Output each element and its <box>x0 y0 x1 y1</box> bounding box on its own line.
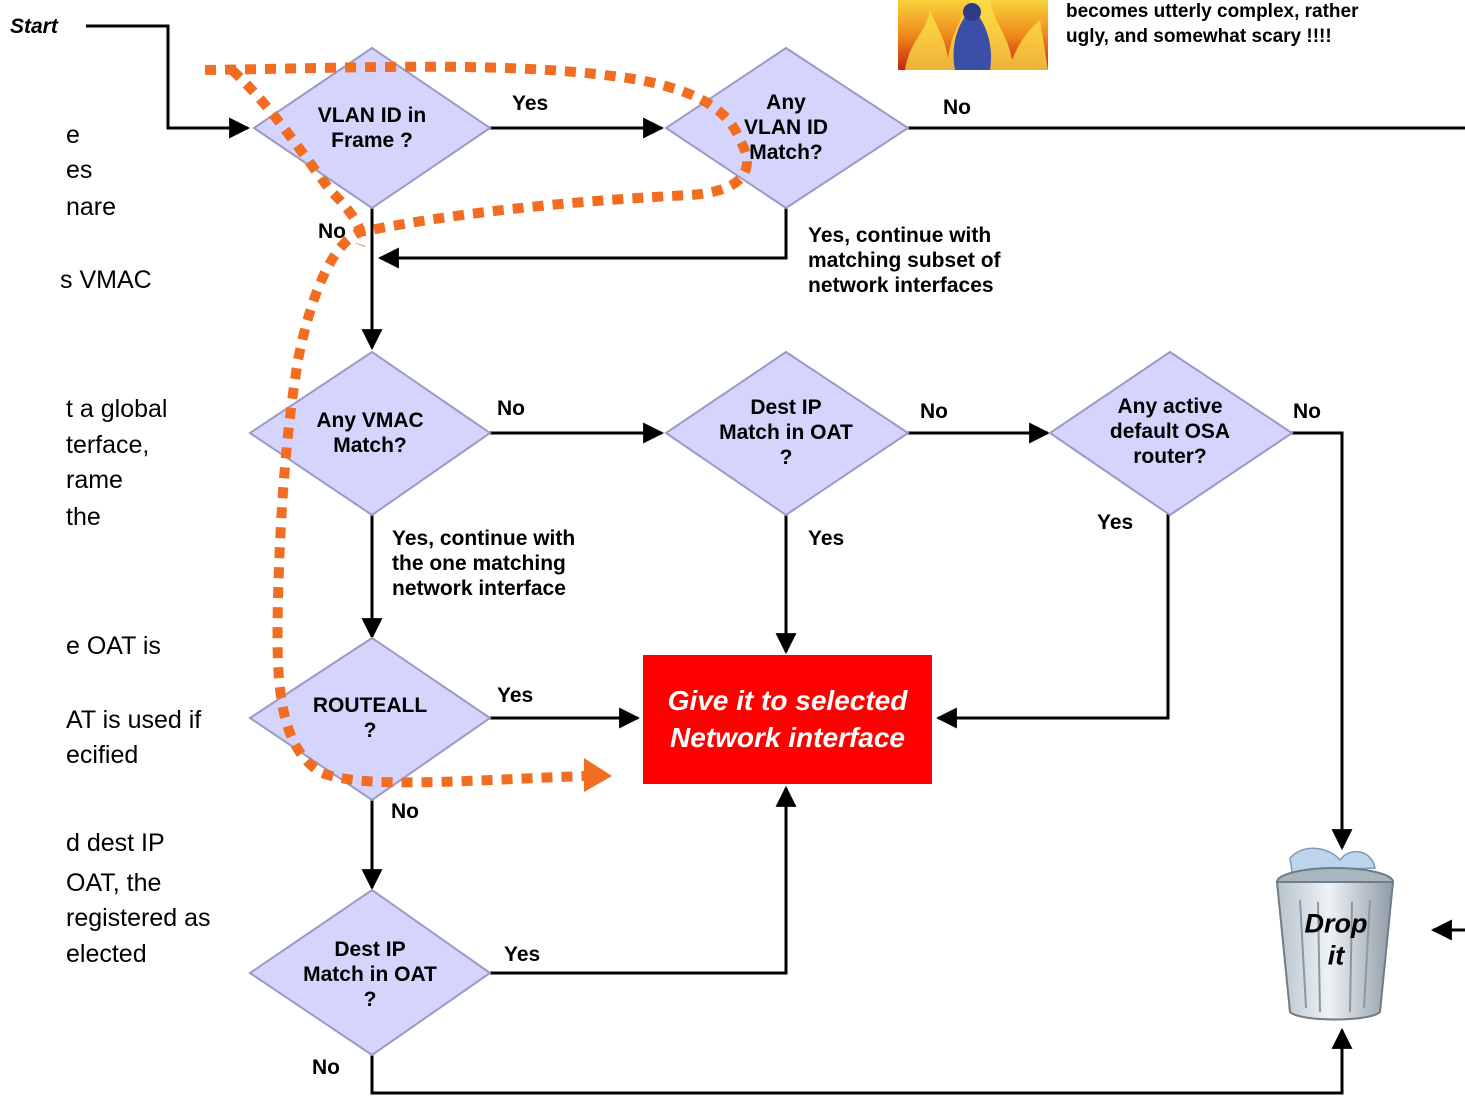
note-line: becomes utterly complex, rather <box>1066 1 1359 22</box>
decision-any-vmac-match: Any VMAC Match? <box>316 408 423 458</box>
edge-label: No <box>1293 400 1321 423</box>
trash-can-icon <box>1275 847 1395 1021</box>
flame-figure-icon <box>898 0 1048 70</box>
decision-text-line: Any active <box>1117 395 1223 419</box>
edge-label: No <box>943 96 971 119</box>
side-text-line: ecified <box>66 741 139 769</box>
side-text-line: t a global <box>66 395 168 423</box>
decision-text-line: Any VMAC <box>316 408 424 432</box>
side-text-line: nare <box>66 193 117 221</box>
decision-text-line: VLAN ID <box>744 116 828 140</box>
decision-text-line: router? <box>1133 445 1207 469</box>
decision-text-line: Match in OAT <box>303 963 437 987</box>
diamond-dest-ip-oat-top <box>664 350 910 517</box>
note-line: ugly, and somewhat scary !!!! <box>1066 25 1332 47</box>
decision-text-line: ROUTEALL <box>312 693 428 717</box>
decision-text-line: Frame ? <box>331 129 413 152</box>
decision-text-line: Dest IP <box>334 938 406 962</box>
drop-text-line: it <box>1327 941 1345 971</box>
edge-label: Yes <box>497 684 534 707</box>
decision-dest-ip-oat-top: Dest IP Match in OAT ? <box>719 395 853 471</box>
side-text-line: registered as <box>66 904 211 932</box>
side-text-line: terface, <box>66 431 150 459</box>
decision-text-line: default OSA <box>1109 420 1231 444</box>
diamond-routeall <box>248 636 492 802</box>
dotted-annotation-path <box>204 61 752 788</box>
diamond-any-vmac-match <box>248 350 492 517</box>
decision-text-line: Dest IP <box>750 396 822 420</box>
edge-label: No <box>920 400 948 423</box>
decision-routeall: ROUTEALL ? <box>313 693 427 743</box>
side-text-line: e OAT is <box>66 632 161 660</box>
side-text-line: e <box>66 121 80 149</box>
drop-text-line: Drop <box>1304 908 1368 939</box>
start-label: Start <box>10 15 58 38</box>
side-text-line: the <box>66 503 101 531</box>
decision-text-line: ? <box>779 446 793 470</box>
edge-label-line: Yes, continue with <box>392 527 576 550</box>
edge-label: No <box>318 220 346 243</box>
side-text-line: es <box>66 156 93 184</box>
edge-label: No <box>312 1056 340 1079</box>
decision-diamonds <box>248 46 1294 1057</box>
side-text-line: elected <box>66 940 147 968</box>
decision-vlan-in-frame: VLAN ID in Frame ? <box>318 103 427 153</box>
side-text-line: rame <box>66 466 123 494</box>
decision-any-vlan-match: Any VLAN ID Match? <box>744 90 828 166</box>
decision-text-line: ? <box>363 988 377 1012</box>
decision-text-line: VLAN ID in <box>317 103 427 127</box>
drop-label: Drop it <box>1305 908 1368 973</box>
edge-label: No <box>497 397 525 420</box>
start-connector <box>86 24 251 139</box>
edge-label-line: network interfaces <box>808 274 994 298</box>
selected-interface-box: Give it to selected Network interface <box>643 655 932 784</box>
edge-label-multiline: Yes, continue with the one matching netw… <box>392 526 575 602</box>
side-text-line: d dest IP <box>66 829 165 857</box>
target-text-line: Network interface <box>670 721 905 753</box>
side-text-line: OAT, the <box>66 869 162 897</box>
decision-text-line: Match in OAT <box>719 421 853 445</box>
side-text-line: AT is used if <box>66 706 202 734</box>
edge-label-line: matching subset of <box>808 249 1001 273</box>
flow-arrows <box>361 117 1465 1095</box>
edge-label-line: network interface <box>392 577 566 601</box>
dotted-path-arrowhead <box>584 758 612 792</box>
edge-label-line: Yes, continue with <box>808 224 992 247</box>
target-text-line: Give it to selected <box>667 685 908 717</box>
diamond-default-osa-router <box>1048 350 1294 517</box>
decision-text-line: ? <box>363 719 377 742</box>
edge-label: Yes <box>808 527 845 550</box>
decision-text-line: Any <box>766 91 806 115</box>
decision-default-osa-router: Any active default OSA router? <box>1110 394 1230 470</box>
edge-label-multiline: Yes, continue with matching subset of ne… <box>808 223 1001 299</box>
edge-label: Yes <box>1097 511 1134 534</box>
decision-dest-ip-oat-bottom: Dest IP Match in OAT ? <box>303 937 437 1013</box>
decision-text-line: Match? <box>333 434 407 457</box>
diamond-dest-ip-oat-bottom <box>248 888 492 1057</box>
complexity-note: becomes utterly complex, rather ugly, an… <box>1066 0 1359 49</box>
decision-text-line: Match? <box>749 141 823 165</box>
edge-label-line: the one matching <box>392 552 566 576</box>
edge-label: Yes <box>504 943 541 966</box>
edge-label: No <box>391 800 419 823</box>
edge-label: Yes <box>512 92 549 115</box>
side-text-line: s VMAC <box>60 266 152 294</box>
